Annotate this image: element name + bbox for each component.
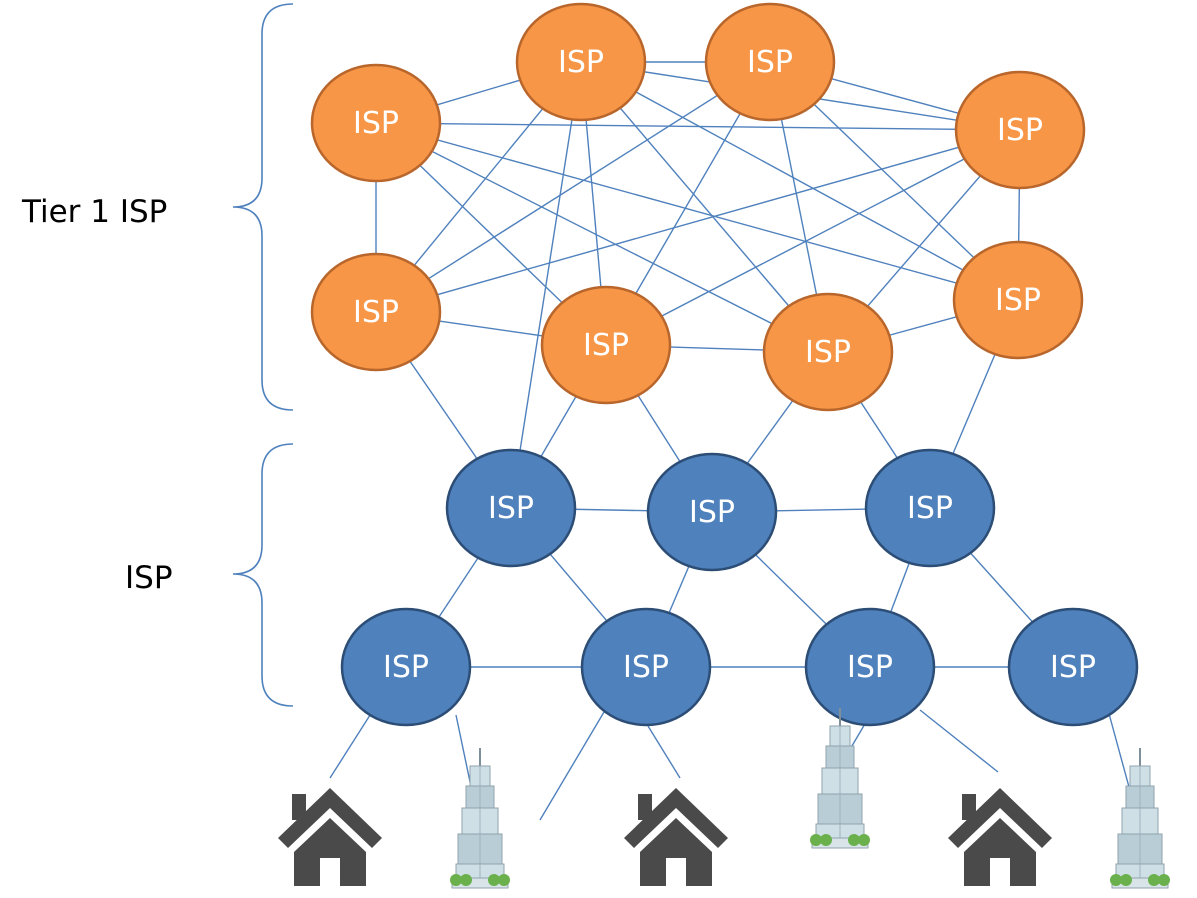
isp-brace bbox=[232, 443, 294, 707]
tier1-group-label: Tier 1 ISP bbox=[21, 194, 167, 230]
building-tree bbox=[460, 874, 472, 886]
link-t2-t7 bbox=[580, 61, 829, 353]
access-b5-house-2 bbox=[647, 725, 681, 779]
isp-node-shape bbox=[704, 2, 836, 122]
building-tree bbox=[488, 874, 500, 886]
house-chimney bbox=[292, 794, 306, 820]
isp-node-b4: ISP bbox=[340, 607, 472, 727]
link-t2-b1 bbox=[510, 61, 582, 509]
isp-node-shape bbox=[340, 607, 472, 727]
isp-node-label: ISP bbox=[995, 283, 1041, 318]
building-tree bbox=[1158, 874, 1170, 886]
building-tree bbox=[810, 834, 822, 846]
house-3-icon bbox=[948, 788, 1052, 886]
link-t1-t7 bbox=[375, 122, 829, 353]
isp-node-shape bbox=[952, 240, 1084, 360]
isp-node-b5: ISP bbox=[580, 607, 712, 727]
isp-node-shape bbox=[515, 2, 647, 122]
house-body bbox=[294, 818, 366, 886]
building-tree bbox=[498, 874, 510, 886]
access-b5-building-1 bbox=[539, 711, 605, 821]
house-1-icon bbox=[278, 788, 382, 886]
building-2-icon bbox=[810, 708, 870, 849]
link-t3-t5 bbox=[375, 61, 771, 313]
isp-node-t7: ISP bbox=[762, 292, 894, 412]
isp-node-b6: ISP bbox=[804, 607, 936, 727]
building-tree bbox=[820, 834, 832, 846]
isp-node-t6: ISP bbox=[540, 285, 672, 405]
access-b6-house-3 bbox=[919, 709, 999, 773]
isp-node-shape bbox=[540, 285, 672, 405]
isp-node-shape bbox=[804, 607, 936, 727]
isp-node-b7: ISP bbox=[1007, 607, 1139, 727]
isp-node-t2: ISP bbox=[515, 2, 647, 122]
isp-node-label: ISP bbox=[583, 328, 629, 363]
building-tree bbox=[1120, 874, 1132, 886]
isp-node-b3: ISP bbox=[864, 448, 996, 568]
isp-node-label: ISP bbox=[1050, 650, 1096, 685]
endpoint-layer bbox=[278, 708, 1170, 889]
isp-group-label: ISP bbox=[125, 560, 173, 596]
isp-node-b2: ISP bbox=[646, 452, 778, 572]
house-chimney bbox=[962, 794, 976, 820]
tier1-brace bbox=[232, 3, 294, 411]
isp-node-shape bbox=[864, 448, 996, 568]
isp-node-label: ISP bbox=[488, 491, 534, 526]
building-tree bbox=[1148, 874, 1160, 886]
isp-node-shape bbox=[310, 252, 442, 372]
house-roof bbox=[278, 788, 382, 848]
isp-node-shape bbox=[580, 607, 712, 727]
braces bbox=[232, 3, 294, 707]
isp-node-label: ISP bbox=[353, 106, 399, 141]
access-link-layer bbox=[329, 709, 1139, 821]
isp-node-label: ISP bbox=[623, 650, 669, 685]
isp-node-shape bbox=[1007, 607, 1139, 727]
house-roof bbox=[624, 788, 728, 848]
isp-node-shape bbox=[445, 448, 577, 568]
building-1-icon bbox=[450, 748, 510, 889]
isp-node-label: ISP bbox=[997, 113, 1043, 148]
house-chimney bbox=[638, 794, 652, 820]
isp-node-label: ISP bbox=[907, 491, 953, 526]
building-3-icon bbox=[1110, 748, 1170, 889]
isp-node-label: ISP bbox=[747, 45, 793, 80]
isp-node-label: ISP bbox=[689, 495, 735, 530]
isp-node-t1: ISP bbox=[310, 63, 442, 183]
house-body bbox=[964, 818, 1036, 886]
isp-node-t5: ISP bbox=[310, 252, 442, 372]
link-t4-t6 bbox=[605, 129, 1021, 346]
link-t2-t8 bbox=[580, 61, 1019, 301]
isp-node-label: ISP bbox=[353, 295, 399, 330]
isp-node-label: ISP bbox=[383, 650, 429, 685]
house-2-icon bbox=[624, 788, 728, 886]
link-t1-t8 bbox=[375, 122, 1019, 301]
isp-node-shape bbox=[646, 452, 778, 572]
isp-node-label: ISP bbox=[558, 45, 604, 80]
node-layer: ISP ISP ISP ISP ISP ISP ISP ISP ISP ISP ISP ISP ISP I… bbox=[310, 2, 1139, 727]
isp-node-label: ISP bbox=[847, 650, 893, 685]
isp-node-t3: ISP bbox=[704, 2, 836, 122]
isp-node-shape bbox=[310, 63, 442, 183]
house-body bbox=[640, 818, 712, 886]
access-b4-house-1 bbox=[329, 711, 373, 779]
building-tree bbox=[450, 874, 462, 886]
isp-node-b1: ISP bbox=[445, 448, 577, 568]
isp-node-t8: ISP bbox=[952, 240, 1084, 360]
building-tree bbox=[858, 834, 870, 846]
isp-node-label: ISP bbox=[805, 335, 851, 370]
isp-node-shape bbox=[762, 292, 894, 412]
link-t4-t5 bbox=[375, 129, 1021, 313]
house-roof bbox=[948, 788, 1052, 848]
isp-node-t4: ISP bbox=[954, 70, 1086, 190]
building-tree bbox=[1110, 874, 1122, 886]
isp-node-shape bbox=[954, 70, 1086, 190]
building-tree bbox=[848, 834, 860, 846]
